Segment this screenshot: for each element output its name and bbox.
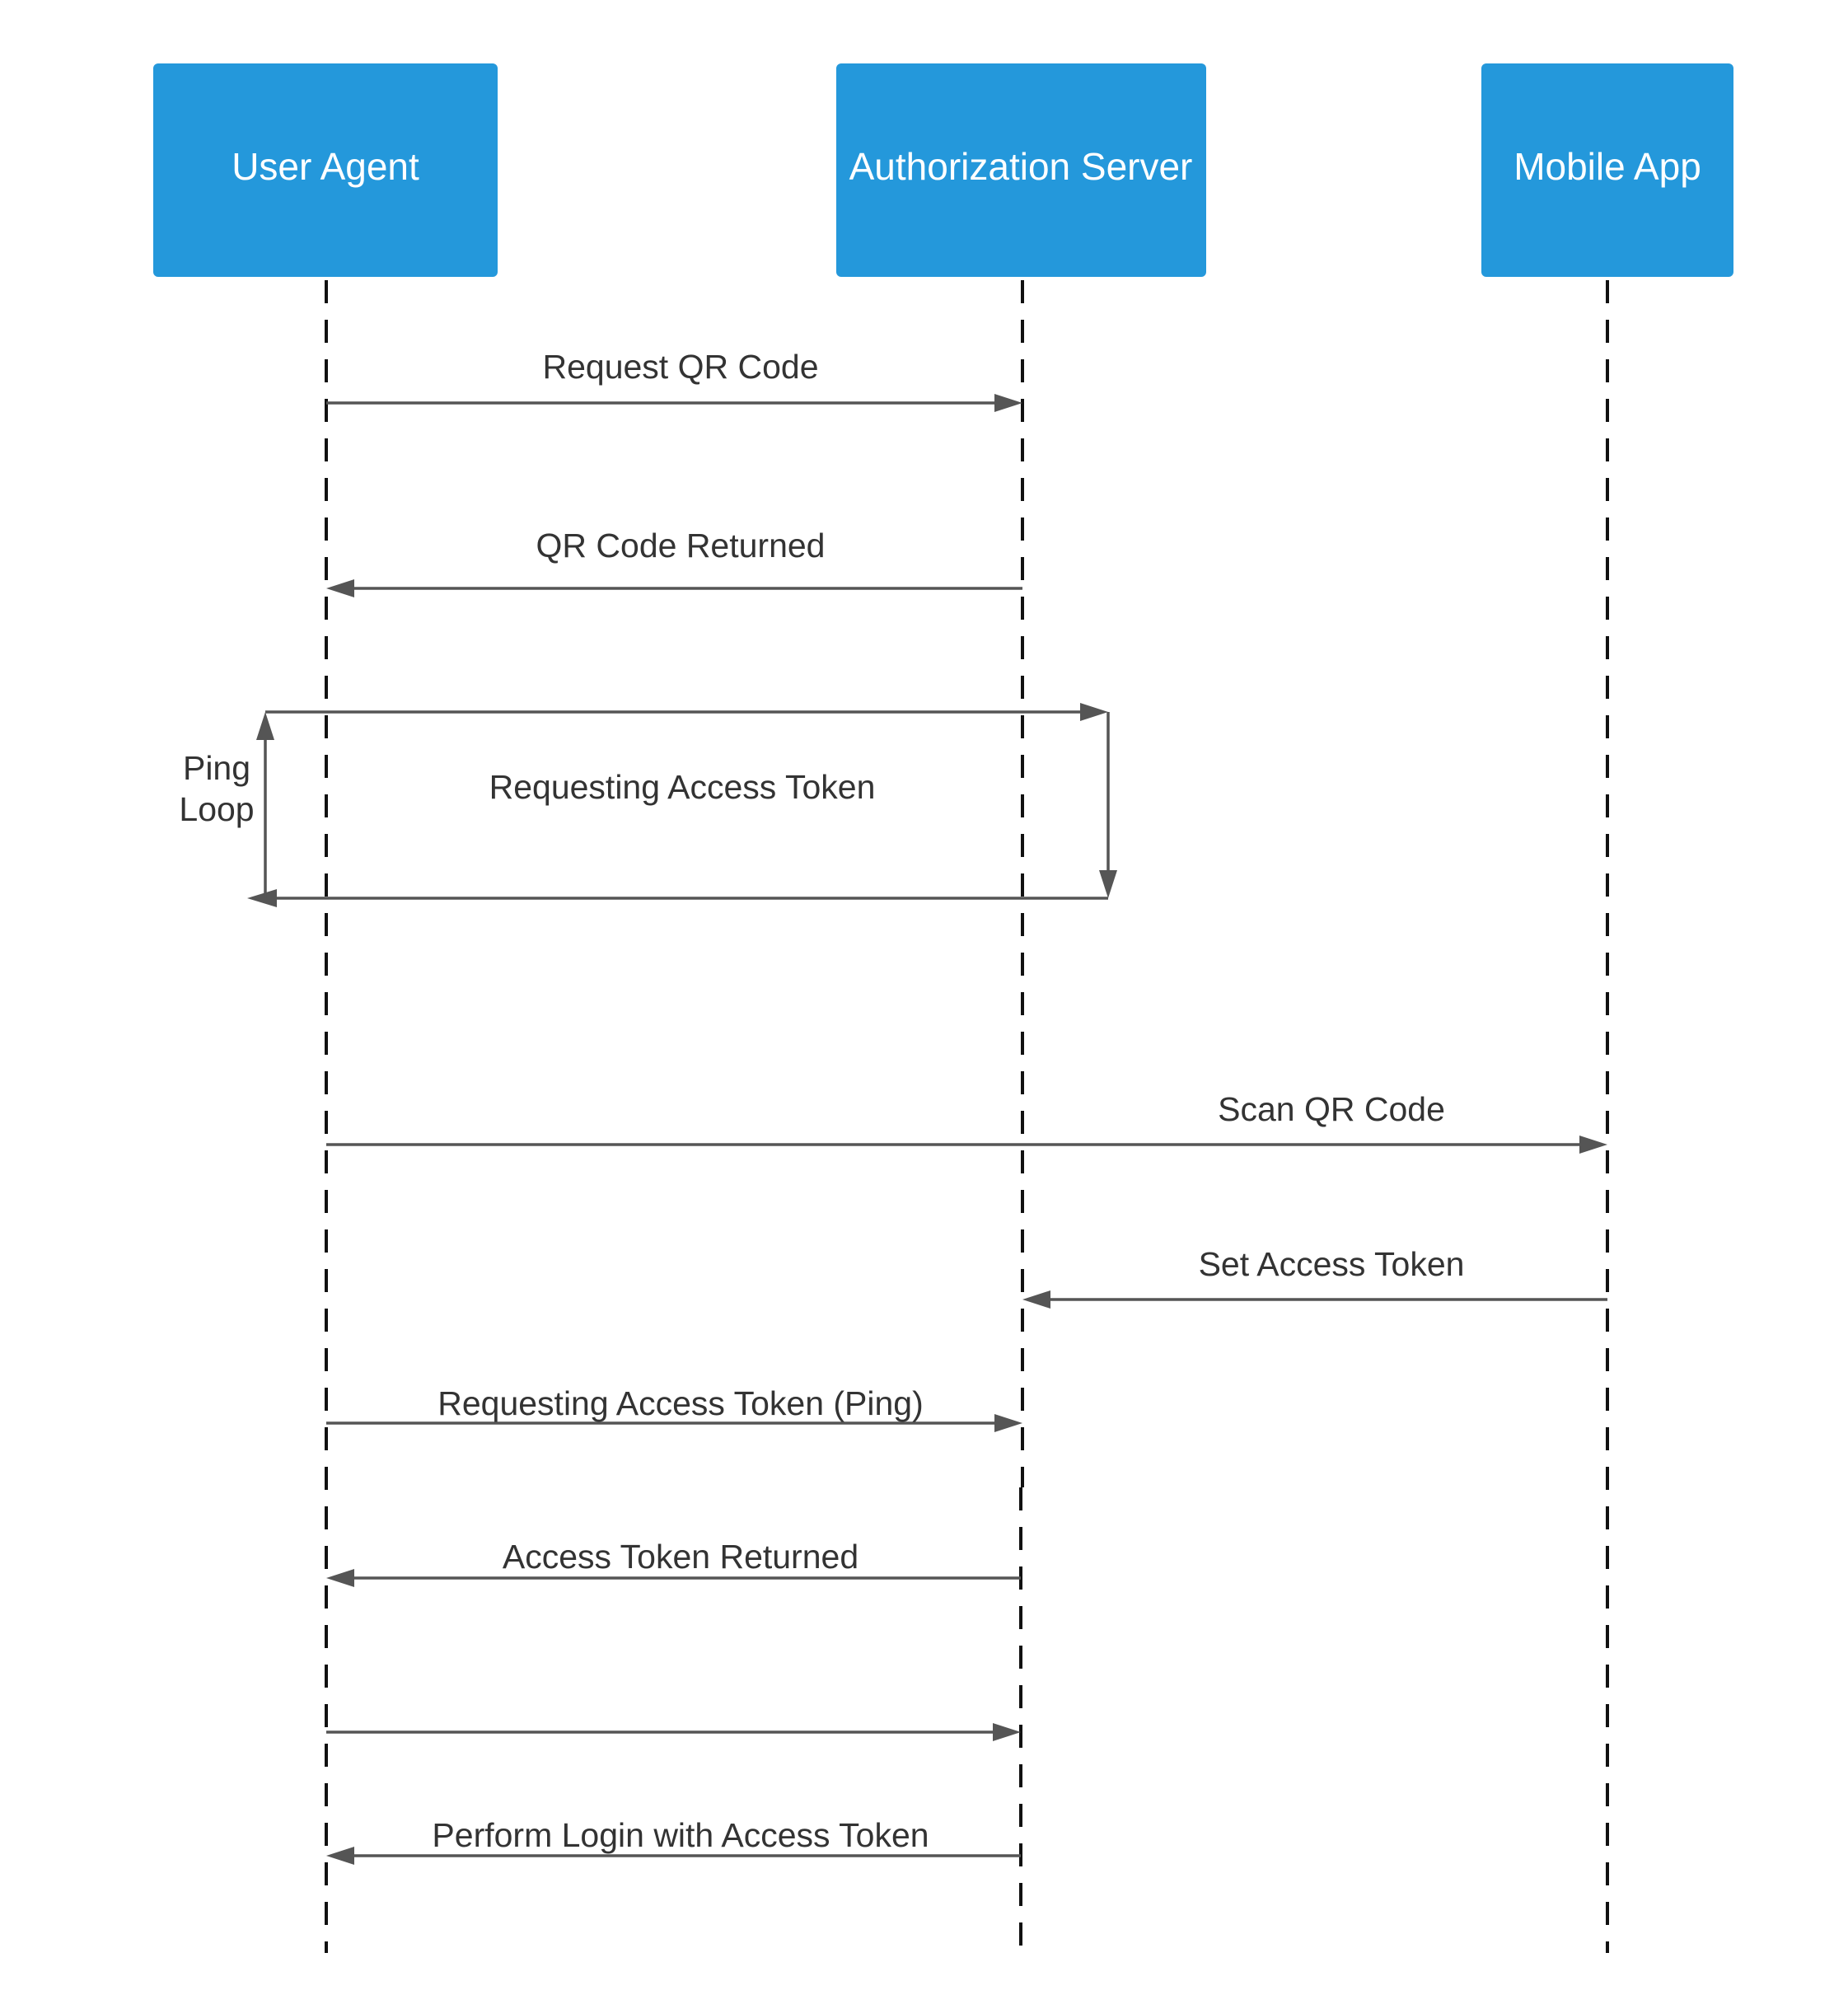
message-label: Perform Login with Access Token <box>432 1816 929 1854</box>
actor-box-user-agent <box>153 63 498 277</box>
message-access-token-returned: Access Token Returned <box>326 1538 1021 1587</box>
message-perform-login: Perform Login with Access Token <box>326 1816 1021 1865</box>
loop-right-arrow-head <box>1099 870 1117 898</box>
actor-label-user-agent: User Agent <box>232 145 419 188</box>
message-label: QR Code Returned <box>536 527 826 564</box>
loop-top-arrow-head <box>1080 703 1108 721</box>
loop-bottom-arrow-head <box>247 889 277 907</box>
actor-authorization-server: Authorization Server <box>836 63 1206 277</box>
arrow-head <box>1022 1290 1050 1309</box>
actor-user-agent: User Agent <box>153 63 498 277</box>
actor-label-authorization-server: Authorization Server <box>849 145 1193 188</box>
arrow-head <box>993 1723 1021 1741</box>
message-label: Request QR Code <box>542 348 818 386</box>
message-label: Access Token Returned <box>503 1538 859 1576</box>
ping-loop-label-line-2: Loop <box>179 790 254 828</box>
message-unlabeled <box>326 1723 1021 1741</box>
ping-loop-label-line-1: Ping <box>183 749 250 787</box>
message-qr-code-returned: QR Code Returned <box>326 527 1022 597</box>
actor-box-mobile-app <box>1481 63 1733 277</box>
message-scan-qr-code: Scan QR Code <box>326 1090 1607 1154</box>
message-label: Scan QR Code <box>1218 1090 1445 1128</box>
actor-box-authorization-server <box>836 63 1206 277</box>
actor-label-mobile-app: Mobile App <box>1513 145 1701 188</box>
message-label: Set Access Token <box>1199 1245 1465 1283</box>
arrow-head <box>994 1414 1022 1432</box>
actor-mobile-app: Mobile App <box>1481 63 1733 277</box>
arrow-head <box>326 1847 354 1865</box>
message-label: Requesting Access Token (Ping) <box>437 1384 924 1422</box>
message-requesting-access-token-ping: Requesting Access Token (Ping) <box>326 1384 1022 1432</box>
arrow-head <box>994 394 1022 412</box>
arrow-head <box>326 1569 354 1587</box>
loop-message-label: Requesting Access Token <box>489 768 876 806</box>
loop-left-arrow-head <box>256 712 274 740</box>
arrow-head <box>1579 1136 1607 1154</box>
ping-loop: Requesting Access Token Ping Loop <box>179 703 1117 907</box>
message-set-access-token: Set Access Token <box>1022 1245 1607 1309</box>
arrow-head <box>326 579 354 597</box>
message-request-qr-code: Request QR Code <box>326 348 1022 412</box>
